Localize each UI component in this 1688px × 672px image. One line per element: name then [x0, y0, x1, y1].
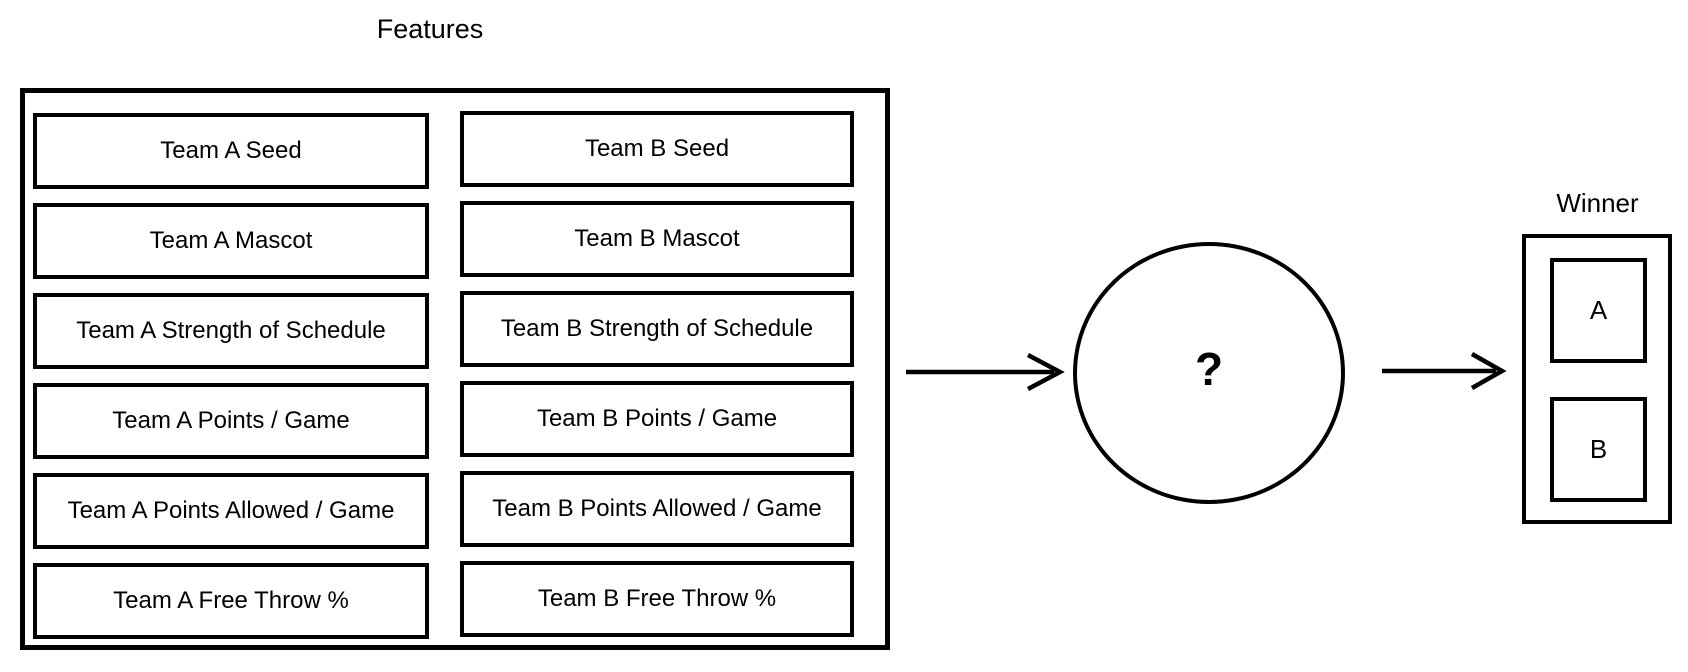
- feature-team-b-strength-of-schedule: Team B Strength of Schedule: [460, 291, 854, 367]
- team-b-feature-column: Team B Seed Team B Mascot Team B Strengt…: [460, 111, 854, 637]
- arrow-model-to-winner-icon: [1382, 352, 1507, 390]
- feature-team-a-mascot: Team A Mascot: [33, 203, 429, 279]
- arrow-features-to-model-icon: [906, 353, 1065, 391]
- team-a-feature-column: Team A Seed Team A Mascot Team A Strengt…: [33, 113, 429, 639]
- feature-team-b-points-per-game: Team B Points / Game: [460, 381, 854, 457]
- features-box: Team A Seed Team A Mascot Team A Strengt…: [20, 88, 890, 650]
- feature-team-b-free-throw-pct: Team B Free Throw %: [460, 561, 854, 637]
- winner-option-b: B: [1550, 397, 1647, 502]
- feature-team-b-mascot: Team B Mascot: [460, 201, 854, 277]
- feature-team-b-points-allowed-per-game: Team B Points Allowed / Game: [460, 471, 854, 547]
- feature-team-a-free-throw-pct: Team A Free Throw %: [33, 563, 429, 639]
- model-unknown-label: ?: [1194, 343, 1224, 395]
- winner-box: A B: [1522, 234, 1672, 524]
- features-title: Features: [376, 14, 484, 44]
- feature-team-a-seed: Team A Seed: [33, 113, 429, 189]
- feature-team-a-points-per-game: Team A Points / Game: [33, 383, 429, 459]
- winner-option-a: A: [1550, 258, 1647, 363]
- feature-team-a-points-allowed-per-game: Team A Points Allowed / Game: [33, 473, 429, 549]
- winner-title: Winner: [1556, 188, 1639, 218]
- model-circle: ?: [1073, 242, 1345, 504]
- feature-team-b-seed: Team B Seed: [460, 111, 854, 187]
- feature-team-a-strength-of-schedule: Team A Strength of Schedule: [33, 293, 429, 369]
